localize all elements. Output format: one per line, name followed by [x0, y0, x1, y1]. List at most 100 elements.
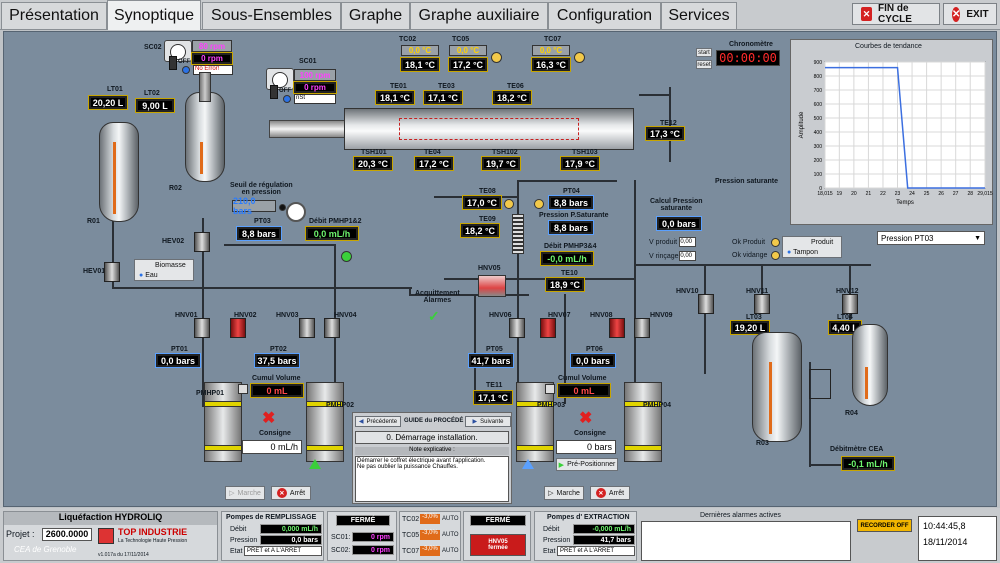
pre-positionner-button[interactable]: ▶Pré-Positionner — [556, 458, 618, 471]
tab-configuration[interactable]: Configuration — [548, 2, 661, 29]
guide-next-button[interactable]: ▶Suivante — [465, 416, 511, 427]
hnv08-tag: HNV08 — [590, 312, 613, 319]
stop-icon: ✖ — [579, 410, 593, 427]
biomasse-label: Biomasse — [155, 261, 186, 269]
psat-value: 8,8 bars — [548, 220, 594, 235]
tab-services[interactable]: Services — [661, 2, 737, 29]
tc07-setpoint[interactable]: 0,0 °C — [532, 45, 570, 56]
sc01-error: nSt — [294, 94, 336, 104]
tab-graphe[interactable]: Graphe — [341, 2, 410, 29]
ok-produit-label: Ok Produit — [732, 239, 766, 246]
lt03-tag: LT03 — [746, 314, 762, 321]
hnv02-valve[interactable] — [230, 318, 246, 338]
tank-r01 — [99, 122, 139, 222]
tc05-status-led — [491, 52, 502, 63]
marche-left-button[interactable]: ▷Marche — [225, 486, 265, 500]
hev01-valve[interactable] — [104, 262, 120, 282]
acquittement-label: Acquittement Alarmes — [415, 290, 460, 304]
hnv05-valve[interactable] — [478, 275, 506, 297]
hnv12-valve[interactable] — [842, 294, 858, 314]
biomasse-eau-switch[interactable]: Biomasse ● Eau — [134, 259, 194, 281]
tab-sous-ensembles[interactable]: Sous-Ensembles — [202, 2, 341, 29]
sc02-off-switch[interactable] — [169, 56, 177, 70]
sc01-rpm-setpoint[interactable]: 100 rpm — [294, 69, 336, 81]
reset-cumul2-button[interactable] — [545, 384, 555, 394]
hnv07-valve[interactable] — [540, 318, 556, 338]
hnv01-valve[interactable] — [194, 318, 210, 338]
ok-vidange-led — [771, 251, 780, 260]
hev02-valve[interactable] — [194, 232, 210, 252]
reset-cumul1-button[interactable] — [238, 384, 248, 394]
tc05-setpoint[interactable]: 0,0 °C — [449, 45, 487, 56]
arret-right-button[interactable]: ✕Arrêt — [590, 486, 630, 500]
sc01-off-switch[interactable] — [270, 85, 278, 99]
pipe — [112, 219, 114, 289]
pt05-tag: PT05 — [486, 346, 503, 353]
tc02-tag: TC02 — [399, 36, 417, 43]
marche-right-button[interactable]: ▷Marche — [544, 486, 584, 500]
pressure-gauge-icon — [286, 202, 306, 222]
pt01-value: 0,0 bars — [155, 353, 201, 368]
hnv11-valve[interactable] — [754, 294, 770, 314]
extraction-title: Pompes d' EXTRACTION — [547, 514, 630, 521]
seuil-led — [279, 204, 286, 211]
guide-prev-button[interactable]: ◀Précédente — [355, 416, 401, 427]
tsh103-tag: TSH103 — [572, 149, 598, 156]
produit-tampon-switch[interactable]: Produit ● Tampon — [782, 236, 842, 258]
trend-select[interactable]: Pression PT03▼ — [877, 231, 985, 245]
hnv03-tag: HNV03 — [276, 312, 299, 319]
pmhp01-tag: PMHP01 — [196, 390, 225, 397]
hnv09-valve[interactable] — [634, 318, 650, 338]
consigne1-label: Consigne — [259, 430, 291, 437]
tsh102-value: 19,7 °C — [481, 156, 521, 171]
tab-graphe-auxiliaire[interactable]: Graphe auxiliaire — [410, 2, 548, 29]
r01-tag: R01 — [87, 218, 100, 225]
sc02-rpm-setpoint[interactable]: 80 rpm — [192, 40, 232, 52]
recorder-button[interactable]: RECORDER OFF — [857, 519, 912, 532]
y-tick-label: 400 — [814, 130, 823, 136]
tab-presentation[interactable]: Présentation — [1, 2, 107, 29]
ferme1-status: FERMÉ — [336, 515, 390, 526]
consigne2-input[interactable]: 0 bars — [556, 440, 616, 454]
pt03-seuil-value[interactable]: 210,0 bars — [232, 196, 276, 216]
sc01-tag: SC01 — [299, 58, 317, 65]
hnv03-valve[interactable] — [299, 318, 315, 338]
plot-area — [824, 61, 986, 189]
flowmeter-box — [809, 369, 831, 399]
hnv06-valve[interactable] — [509, 318, 525, 338]
pump-running-icon — [309, 459, 321, 469]
chrono-start-button[interactable]: start — [696, 48, 712, 57]
tab-synoptique[interactable]: Synoptique — [107, 0, 201, 30]
lt02-value: 9,00 L — [135, 98, 175, 113]
sc01-status-led — [283, 95, 291, 103]
arret-left-button[interactable]: ✕Arrêt — [271, 486, 311, 500]
sc02-status-led — [182, 66, 190, 74]
tc02-setpoint[interactable]: 0,0 °C — [401, 45, 439, 56]
sc01-bottom-value: 0 rpm — [352, 532, 394, 542]
hnv04-valve[interactable] — [324, 318, 340, 338]
remplissage-etat: PRET et A L'ARRET — [244, 546, 322, 556]
y-tick-label: 300 — [814, 144, 823, 150]
v-rincage-value[interactable]: 0,00 — [679, 251, 696, 261]
sc02-bottom-value: 0 rpm — [352, 545, 394, 555]
check-icon[interactable]: ✓ — [428, 308, 440, 324]
chrono-reset-button[interactable]: reset — [696, 60, 712, 69]
exit-button[interactable]: ✕EXIT — [943, 3, 997, 25]
consigne1-input[interactable]: 0 mL/h — [242, 440, 302, 454]
pipe — [517, 180, 617, 182]
eau-label: ● Eau — [139, 271, 158, 279]
pt03-value: 8,8 bars — [236, 226, 282, 241]
close-icon: ✕ — [861, 7, 873, 21]
stop-icon: ✖ — [262, 410, 276, 427]
cumul2-value: 0 mL — [557, 383, 611, 398]
v-produit-value[interactable]: 0,00 — [679, 237, 696, 247]
hnv08-valve[interactable] — [609, 318, 625, 338]
pipe — [809, 362, 811, 467]
fin-cycle-button[interactable]: ✕FIN de CYCLE — [852, 3, 940, 25]
debitmetre-label: Débitmètre CEA — [830, 446, 884, 453]
hnv11-tag: HNV11 — [746, 288, 769, 295]
alarms-list[interactable] — [641, 521, 851, 561]
hnv10-valve[interactable] — [698, 294, 714, 314]
pmhp02-tag: PMHP02 — [326, 402, 355, 409]
